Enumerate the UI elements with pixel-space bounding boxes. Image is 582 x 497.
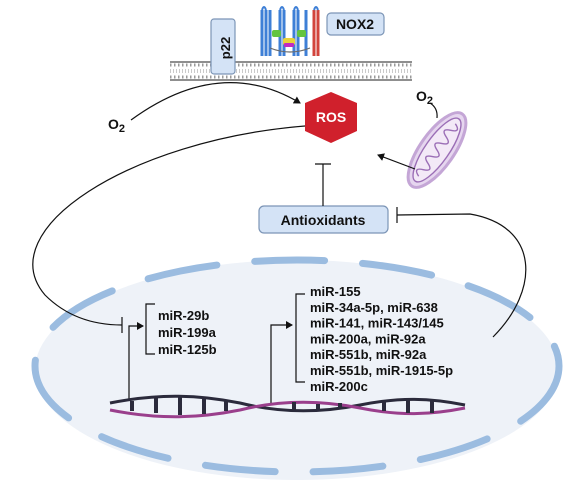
mir-left-item: miR-199a — [158, 325, 217, 340]
svg-text:O2: O2 — [416, 88, 433, 107]
nox2-label-box: NOX2 — [326, 12, 385, 36]
mitochondria-to-ros-arrow — [377, 153, 416, 170]
o2-left-label: O — [108, 116, 119, 132]
o2-right: O2 — [416, 88, 433, 107]
mir-group-left: miR-29b miR-199a miR-125b — [158, 308, 217, 357]
o2-to-mitochondria-line — [429, 102, 438, 119]
antioxidants-box: Antioxidants — [258, 205, 389, 234]
dna-helix-icon — [109, 394, 466, 419]
mir-right-item: miR-200c — [310, 379, 368, 394]
nucleus — [31, 256, 563, 480]
cell-membrane — [170, 61, 412, 81]
p22-label: p22 — [218, 37, 233, 59]
mitochondrion-icon — [406, 111, 468, 189]
mir-left-item: miR-29b — [158, 308, 209, 323]
ros-to-mir-left-inhibit — [32, 125, 306, 333]
ros-label: ROS — [316, 109, 346, 125]
nucleus-fill — [35, 260, 559, 480]
o2-right-label: O — [416, 88, 427, 104]
o2-to-ros-arrow — [130, 82, 301, 121]
mir-right-item: miR-551b, miR-1915-5p — [310, 363, 453, 378]
o2-left: O2 — [108, 116, 125, 135]
mir-left-bracket — [145, 303, 155, 355]
mir-right-bracket — [295, 293, 305, 383]
o2-left-subscript: 2 — [119, 123, 125, 135]
mir-right-to-antioxidants-inhibit — [396, 207, 527, 338]
antioxidants-inhibit-ros — [315, 163, 331, 206]
mir-right-item: miR-141, miR-143/145 — [310, 316, 444, 331]
nuclear-envelope — [31, 256, 563, 476]
mir-right-item: miR-155 — [310, 284, 361, 299]
nox2-label: NOX2 — [336, 16, 374, 32]
mir-left-item: miR-125b — [158, 342, 217, 357]
p22-subunit: p22 — [210, 18, 236, 75]
o2-right-subscript: 2 — [427, 95, 433, 107]
dna-promoter-right-arrow — [270, 321, 293, 404]
svg-text:O2: O2 — [108, 116, 125, 135]
ros-node: ROS — [305, 92, 357, 143]
antioxidants-label: Antioxidants — [281, 212, 366, 228]
dna-promoter-left-arrow — [128, 322, 144, 401]
mir-right-item: miR-200a, miR-92a — [310, 331, 426, 346]
nox2-complex-icon — [260, 6, 320, 56]
mir-right-item: miR-34a-5p, miR-638 — [310, 300, 438, 315]
connectors — [32, 82, 527, 404]
mir-right-item: miR-551b, miR-92a — [310, 347, 427, 362]
